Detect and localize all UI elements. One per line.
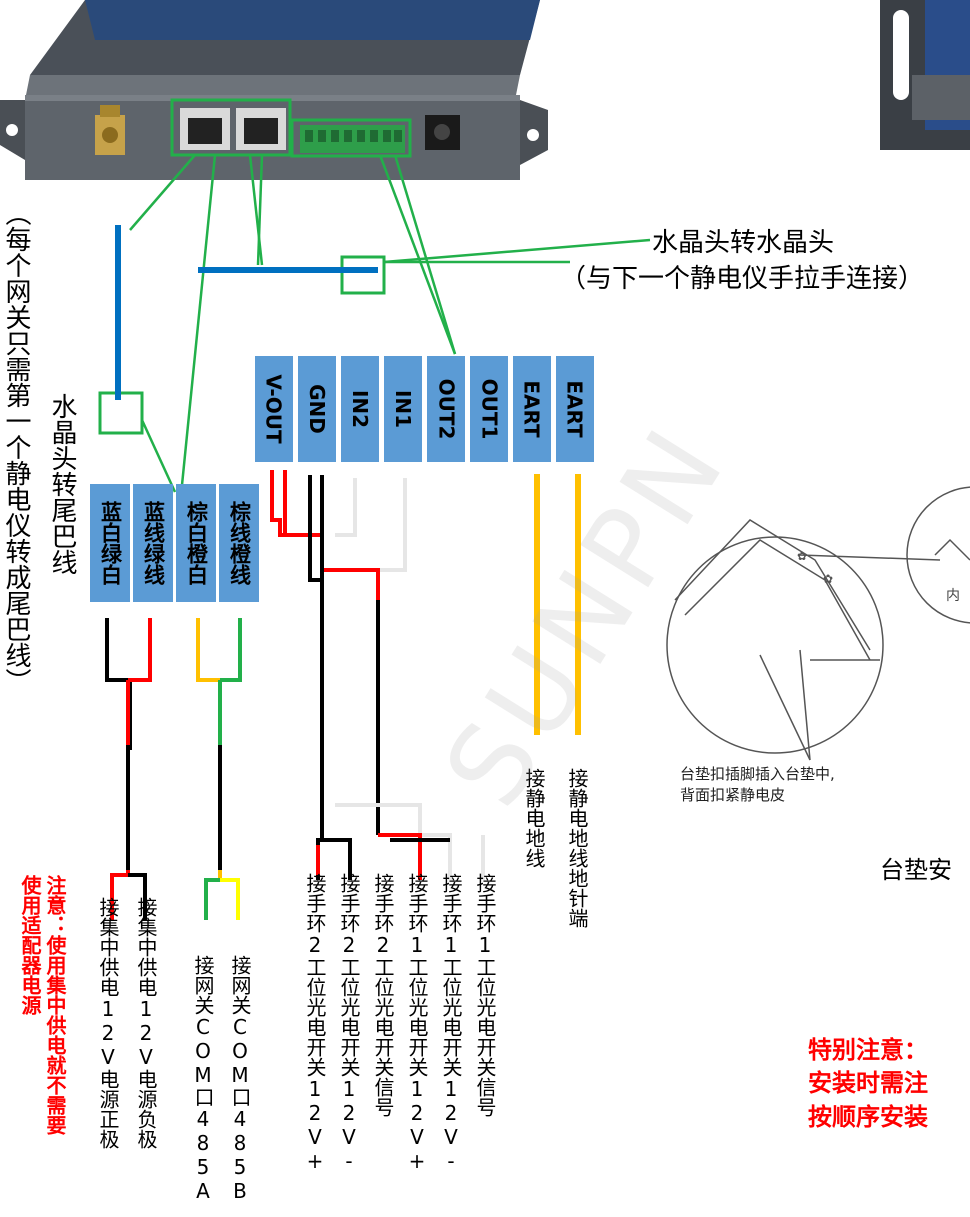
gateway-device-partial <box>880 0 970 150</box>
label-ws2-neg: 接手环2工位光电开关12V- <box>337 873 361 1173</box>
mat-install-title: 台垫安 <box>880 856 952 884</box>
label-ground-wire: 接静电地线 <box>522 768 546 868</box>
label-ws1-neg: 接手环1工位光电开关12V- <box>439 873 463 1173</box>
label-power-pos: 接集中供电12V电源正极 <box>96 897 120 1149</box>
crystal-label-left: 水晶头转尾巴线 <box>47 393 77 575</box>
ground-wires <box>534 474 581 735</box>
note-red-1: 注意：使用集中供电就不需要 <box>43 875 67 1135</box>
callout-leaders <box>129 154 651 506</box>
terminal-eart-2: EART <box>556 356 594 462</box>
svg-text:✿: ✿ <box>797 549 807 563</box>
label-ws2-pos: 接手环2工位光电开关12V+ <box>303 873 327 1173</box>
mat-caption-line2: 背面扣紧静电皮 <box>680 786 786 804</box>
note-red-2: 使用适配器电源 <box>18 875 42 1015</box>
label-ws1-pos: 接手环1工位光电开关12V+ <box>405 873 429 1173</box>
label-power-neg: 接集中供电12V电源负极 <box>134 897 158 1149</box>
terminal-vout: V-OUT <box>255 356 293 462</box>
terminal-in2: IN2 <box>341 356 379 462</box>
port-callouts <box>98 98 412 435</box>
crystal-label-right-line1: 水晶头转水晶头 <box>652 228 835 258</box>
power-com-wires <box>105 618 242 920</box>
terminal-out2: OUT2 <box>427 356 465 462</box>
wire-box-blue-white: 蓝白绿白 <box>90 484 130 602</box>
special-note-line1: 特别注意： <box>808 1036 928 1064</box>
terminal-gnd: GND <box>298 356 336 462</box>
svg-text:✿: ✿ <box>823 572 833 586</box>
terminal-eart-1: EART <box>513 356 551 462</box>
label-ground-pin: 接静电地线地针端 <box>565 768 589 928</box>
special-note-line3: 按顺序安装 <box>808 1103 928 1131</box>
wire-box-brown-white: 棕白橙白 <box>176 484 216 602</box>
crystal-label-right-line2: （与下一个静电仪手拉手连接） <box>560 264 925 294</box>
wire-box-brown: 棕线橙线 <box>219 484 259 602</box>
terminal-out1: OUT1 <box>470 356 508 462</box>
label-com-b: 接网关COM口485B <box>228 955 252 1203</box>
label-com-a: 接网关COM口485A <box>191 955 215 1203</box>
gateway-note: （每个网关只需第一个静电仪转成尾巴线） <box>1 200 31 694</box>
mat-illustration: ✿ ✿ <box>666 486 970 761</box>
label-ws1-sig: 接手环1工位光电开关信号 <box>473 873 497 1117</box>
label-ws2-sig: 接手环2工位光电开关信号 <box>371 873 395 1117</box>
mat-caption-line1: 台垫扣插脚插入台垫中, <box>680 765 835 783</box>
special-note-line2: 安装时需注 <box>808 1069 928 1097</box>
network-cables <box>115 225 378 400</box>
gateway-device <box>0 0 548 180</box>
mat-detail-text: 内 <box>946 588 960 604</box>
switch-wires <box>270 470 485 880</box>
wire-box-blue: 蓝线绿线 <box>133 484 173 602</box>
terminal-in1: IN1 <box>384 356 422 462</box>
